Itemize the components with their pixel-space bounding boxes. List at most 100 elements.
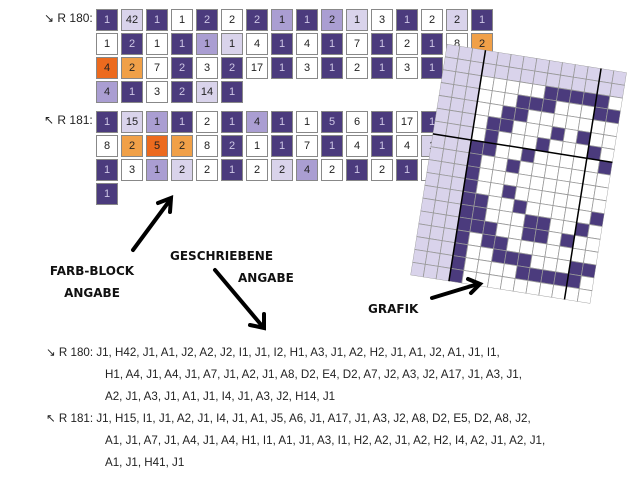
color-block-J: 1: [271, 57, 293, 79]
color-block-A: 2: [421, 9, 443, 31]
color-block-J: 1: [96, 183, 118, 205]
color-block-J: 1: [271, 135, 293, 157]
color-block-J: 1: [471, 9, 493, 31]
color-block-H: 15: [121, 111, 143, 133]
color-block-J: 1: [96, 111, 118, 133]
color-block-J: 2: [246, 9, 268, 31]
color-block-J: 1: [171, 33, 193, 55]
label-geschriebene: GESCHRIEBENE ANGABE: [170, 245, 294, 289]
color-block-J: 1: [421, 57, 443, 79]
color-block-A: 3: [196, 57, 218, 79]
color-block-J: 2: [171, 57, 193, 79]
label-line: ANGABE: [238, 271, 294, 285]
color-block-A: 1: [246, 135, 268, 157]
color-block-A: 17: [396, 111, 418, 133]
color-block-I: 1: [146, 111, 168, 133]
label-line: GESCHRIEBENE: [170, 249, 274, 263]
block-row: 115112141156117132: [96, 111, 496, 135]
color-block-H: 2: [271, 159, 293, 181]
color-block-J: 1: [371, 33, 393, 55]
color-block-D: 2: [171, 135, 193, 157]
color-block-E: 4: [96, 57, 118, 79]
color-block-A: 4: [346, 135, 368, 157]
color-block-A: 8: [96, 135, 118, 157]
arrow-head: [248, 312, 266, 331]
color-block-A: 3: [121, 159, 143, 181]
color-block-A: 1: [171, 9, 193, 31]
color-block-J: 2: [221, 57, 243, 79]
color-block-A: 8: [196, 135, 218, 157]
color-block-J: 1: [96, 159, 118, 181]
pattern-guide-line: [448, 49, 487, 282]
color-block-D: 2: [121, 57, 143, 79]
color-block-H: 2: [171, 159, 193, 181]
color-block-J: 2: [221, 135, 243, 157]
color-block-J: 1: [221, 81, 243, 103]
color-block-A: 7: [146, 57, 168, 79]
color-block-I: 2: [321, 9, 343, 31]
color-block-A: 4: [296, 33, 318, 55]
label-line: ANGABE: [64, 286, 120, 300]
color-block-I: 1: [146, 159, 168, 181]
color-block-H: 14: [196, 81, 218, 103]
block-row: 13122122421211141: [96, 159, 496, 183]
color-block-A: 6: [346, 111, 368, 133]
color-block-J: 1: [321, 135, 343, 157]
color-block-A: 2: [196, 159, 218, 181]
color-block-A: 2: [321, 159, 343, 181]
row-181-label: ↖ R 181:: [44, 113, 93, 127]
color-block-J: 2: [196, 9, 218, 31]
arrow-to-graphic: [430, 282, 480, 300]
color-block-A: 2: [371, 159, 393, 181]
label-farb-block: FARB-BLOCK ANGABE: [42, 260, 142, 304]
color-block-J: 1: [421, 33, 443, 55]
color-block-A: 1: [296, 111, 318, 133]
written-r181-line: A1, J1, A7, J1, A4, J1, A4, H1, I1, A1, …: [105, 434, 546, 447]
color-block-J: 1: [121, 81, 143, 103]
color-block-J: 1: [171, 111, 193, 133]
color-block-D: 2: [121, 135, 143, 157]
color-block-A: 4: [396, 135, 418, 157]
color-block-J: 1: [221, 111, 243, 133]
written-instructions: ↘ R 180: J1, H42, J1, A1, J2, A2, J2, I1…: [46, 342, 636, 474]
color-block-A: 1: [146, 33, 168, 55]
block-row: 1: [96, 183, 496, 207]
color-block-J: 1: [371, 57, 393, 79]
color-block-A: 4: [246, 33, 268, 55]
arrow-head: [156, 195, 174, 214]
color-block-A: 2: [346, 57, 368, 79]
color-block-H: 1: [221, 33, 243, 55]
written-r180-line: A2, J1, A3, J1, A1, J1, I4, J1, A3, J2, …: [105, 390, 336, 403]
label-grafik: GRAFIK: [368, 302, 419, 316]
pattern-graphic: [410, 44, 627, 304]
color-block-A: 7: [346, 33, 368, 55]
color-block-A: 17: [246, 57, 268, 79]
arrow-head: [466, 277, 484, 295]
color-block-H: 2: [446, 9, 468, 31]
pattern-guide-line: [563, 68, 602, 300]
color-block-J: 1: [396, 159, 418, 181]
color-block-J: 1: [221, 159, 243, 181]
color-block-A: 2: [221, 9, 243, 31]
color-block-A: 1: [96, 33, 118, 55]
color-block-J: 1: [296, 9, 318, 31]
color-block-A: 3: [371, 9, 393, 31]
color-block-I: 1: [271, 9, 293, 31]
color-block-J: 5: [321, 111, 343, 133]
color-block-grid-r181: 1151121411561171328252821171414111131221…: [96, 111, 496, 207]
color-block-J: 1: [271, 111, 293, 133]
written-r180-line: ↘ R 180: J1, H42, J1, A1, J2, A2, J2, I1…: [46, 346, 500, 359]
written-r181-line: ↖ R 181: J1, H15, I1, J1, A2, J1, I4, J1…: [46, 412, 531, 425]
row-180-label: ↘ R 180:: [44, 11, 93, 25]
pattern-guide-line: [432, 133, 613, 164]
color-block-J: 2: [121, 33, 143, 55]
color-block-J: 1: [146, 9, 168, 31]
color-block-J: 2: [171, 81, 193, 103]
written-r180-line: H1, A4, J1, A4, J1, A7, J1, A2, J1, A8, …: [105, 368, 522, 381]
arrow-to-written: [213, 268, 265, 329]
color-block-A: 3: [396, 57, 418, 79]
color-block-A: 3: [296, 57, 318, 79]
